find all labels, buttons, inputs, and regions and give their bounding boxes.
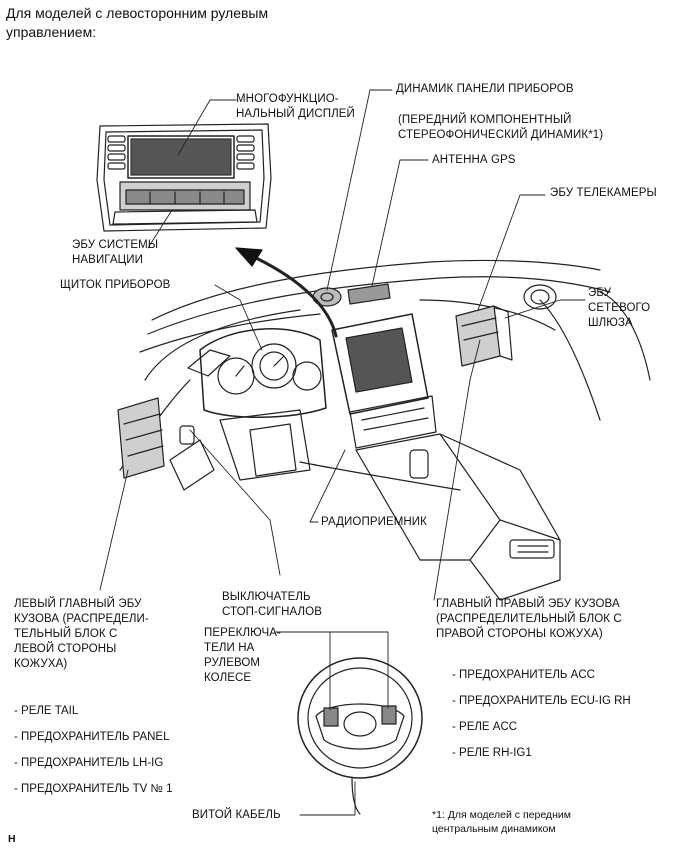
- dashboard-outline: [120, 260, 650, 490]
- label-right-body-ecu: ГЛАВНЫЙ ПРАВЫЙ ЭБУ КУЗОВА (РАСПРЕДЕЛИТЕЛ…: [436, 598, 622, 640]
- left-body-ecu-part: [118, 398, 164, 478]
- label-spiral-cable: ВИТОЙ КАБЕЛЬ: [192, 809, 281, 821]
- list-item: - РЕЛЕ RH-IG1: [452, 747, 532, 759]
- display-location-arrow: [256, 258, 336, 336]
- label-multifunction-display: МНОГОФУНКЦИО- НАЛЬНЫЙ ДИСПЛЕЙ: [236, 93, 355, 120]
- arrow-head: [236, 248, 262, 266]
- label-navigation-ecu: ЭБУ СИСТЕМЫ НАВИГАЦИИ: [72, 239, 159, 266]
- corner-mark: H: [8, 833, 16, 845]
- label-gateway-ecu: ЭБУ СЕТЕВОГО ШЛЮЗА: [588, 287, 651, 329]
- left-fuse-relay-list: - РЕЛЕ TAIL - ПРЕДОХРАНИТЕЛЬ PANEL - ПРЕ…: [14, 698, 172, 802]
- list-item: - РЕЛЕ TAIL: [14, 705, 79, 717]
- steering-wheel: [298, 658, 422, 814]
- list-item: - ПРЕДОХРАНИТЕЛЬ ECU-IG RH: [452, 695, 631, 707]
- label-instrument-speaker: ДИНАМИК ПАНЕЛИ ПРИБОРОВ: [396, 83, 574, 95]
- speaker-gps-parts: [313, 284, 390, 306]
- instrument-cluster: [170, 329, 326, 490]
- list-item: - РЕЛЕ ACC: [452, 721, 518, 733]
- leader-lines: [100, 90, 585, 815]
- label-speaker-note: (ПЕРЕДНИЙ КОМПОНЕНТНЫЙ СТЕРЕОФОНИЧЕСКИЙ …: [398, 114, 604, 141]
- label-instrument-cluster: ЩИТОК ПРИБОРОВ: [60, 279, 171, 291]
- list-item: - ПРЕДОХРАНИТЕЛЬ ACC: [452, 669, 595, 681]
- page-header: Для моделей с левосторонним рулевым упра…: [6, 5, 269, 40]
- multifunction-display-unit: [97, 124, 271, 231]
- right-fuse-relay-list: - ПРЕДОХРАНИТЕЛЬ ACC - ПРЕДОХРАНИТЕЛЬ EC…: [452, 662, 631, 766]
- label-gps-antenna: АНТЕННА GPS: [432, 154, 516, 166]
- label-radio-receiver: РАДИОПРИЕМНИК: [321, 516, 427, 528]
- center-console: [332, 314, 560, 600]
- label-steering-pad-switches: ПЕРЕКЛЮЧА- ТЕЛИ НА РУЛЕВОМ КОЛЕСЕ: [204, 627, 281, 684]
- list-item: - ПРЕДОХРАНИТЕЛЬ TV № 1: [14, 783, 173, 795]
- list-item: - ПРЕДОХРАНИТЕЛЬ PANEL: [14, 731, 170, 743]
- label-telecamera-ecu: ЭБУ ТЕЛЕКАМЕРЫ: [550, 187, 657, 199]
- label-stop-light-switch: ВЫКЛЮЧАТЕЛЬ СТОП-СИГНАЛОВ: [222, 591, 322, 618]
- label-left-body-ecu: ЛЕВЫЙ ГЛАВНЫЙ ЭБУ КУЗОВА (РАСПРЕДЕЛИ- ТЕ…: [14, 598, 149, 670]
- list-item: - ПРЕДОХРАНИТЕЛЬ LH-IG: [14, 757, 164, 769]
- telecamera-ecu-part: [456, 306, 512, 366]
- footnote: *1: Для моделей с передним центральным д…: [432, 809, 571, 835]
